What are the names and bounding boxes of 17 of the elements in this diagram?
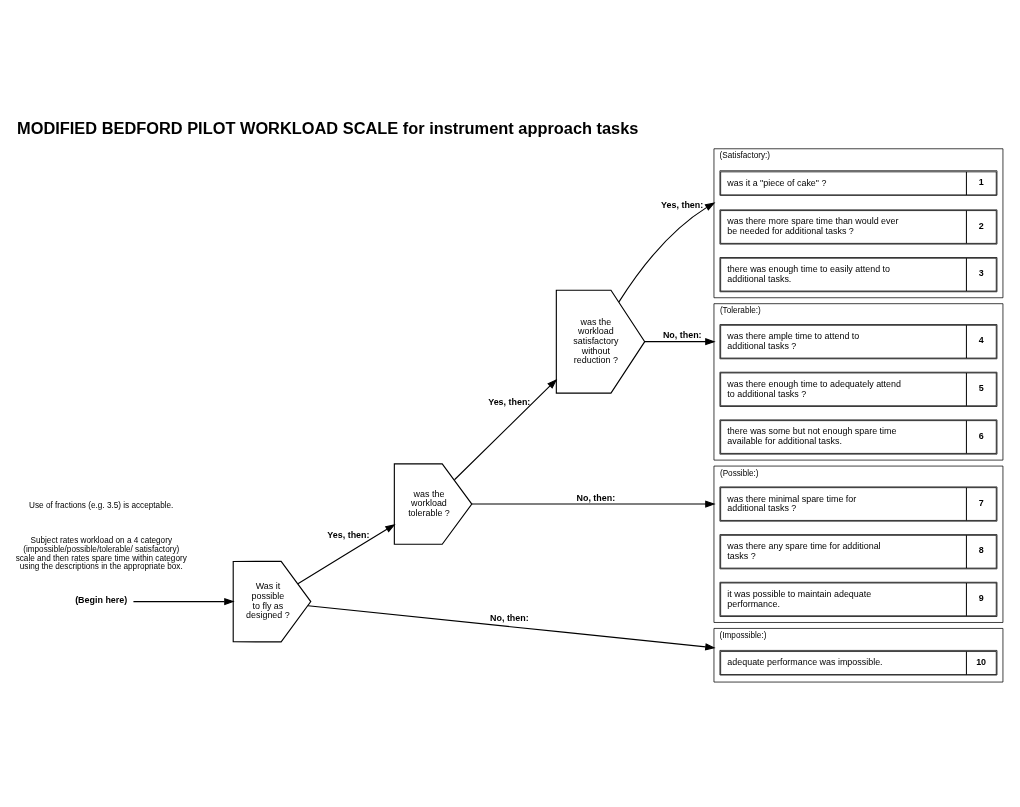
label: Subject rates workload on a 4 category (impossible/possible/tolerable/ satisfactory) scale and then rates spare time within category using the descriptions in the appropriate box.: [15, 535, 187, 572]
edge-label: Yes, then:: [488, 397, 531, 408]
arrow: [307, 605, 716, 651]
label: Use of fractions (e.g. 3.5) is acceptable.: [29, 501, 174, 511]
arrow: [297, 524, 396, 585]
arrow: [453, 378, 558, 481]
arrow: [618, 202, 716, 303]
edge-label: No, then:: [662, 330, 702, 341]
edge-label: No, then:: [576, 492, 616, 503]
edge-label: Yes, then:: [661, 200, 704, 211]
node-text: (Begin here): [75, 595, 128, 606]
diagram-title: MODIFIED BEDFORD PILOT WORKLOAD SCALE for instrument approach tasks: [17, 119, 639, 138]
arrow: [471, 500, 716, 508]
arrow: [644, 338, 716, 346]
edge-label: Yes, then:: [327, 530, 370, 541]
arrow: [132, 597, 235, 606]
edge-label: No, then:: [490, 613, 529, 624]
